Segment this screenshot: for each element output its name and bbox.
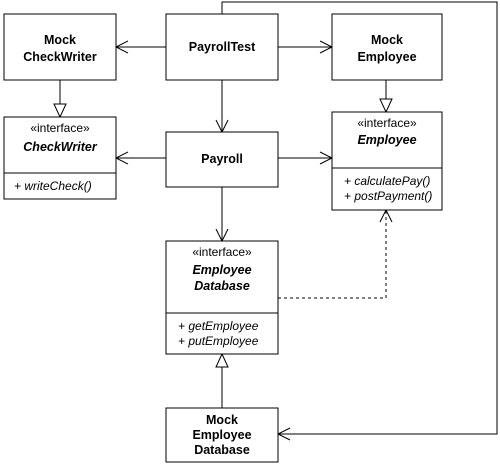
dependency-payroll-to-employee bbox=[278, 151, 334, 165]
realization-mock-employee-database-to-employee-database bbox=[215, 352, 229, 408]
employee-database-operation-1: + getEmployee bbox=[178, 319, 259, 333]
mock-checkwriter-line1: Mock bbox=[44, 33, 76, 47]
employee-name: Employee bbox=[357, 133, 416, 147]
class-payrolltest: PayrollTest bbox=[165, 13, 279, 81]
mock-employee-line2: Employee bbox=[357, 50, 416, 64]
dependency-payrolltest-to-mock-employee bbox=[278, 40, 334, 54]
employee-stereotype: «interface» bbox=[357, 116, 417, 130]
mock-employee-database-line3: Database bbox=[194, 443, 250, 457]
dependency-payroll-to-checkwriter bbox=[114, 151, 166, 165]
employee-database-name-line1: Employee bbox=[192, 263, 251, 277]
class-mock-checkwriter: Mock CheckWriter bbox=[3, 13, 117, 81]
class-mock-employee: Mock Employee bbox=[331, 13, 443, 81]
employee-operation-1: + calculatePay() bbox=[344, 174, 430, 188]
employee-database-name-line2: Database bbox=[194, 279, 250, 293]
dependency-payrolltest-to-payroll bbox=[215, 80, 229, 134]
class-mock-employee-database: Mock Employee Database bbox=[165, 407, 279, 463]
class-payroll: Payroll bbox=[165, 131, 279, 188]
interface-checkwriter: «interface» CheckWriter + writeCheck() bbox=[3, 116, 117, 200]
checkwriter-name: CheckWriter bbox=[23, 140, 98, 154]
mock-checkwriter-line2: CheckWriter bbox=[23, 50, 97, 64]
payroll-name: Payroll bbox=[201, 152, 243, 166]
employee-database-stereotype: «interface» bbox=[192, 245, 252, 259]
employee-database-operation-2: + putEmployee bbox=[178, 334, 259, 348]
dependency-payroll-to-employee-database bbox=[215, 187, 229, 243]
checkwriter-operation: + writeCheck() bbox=[14, 179, 92, 193]
payrolltest-name: PayrollTest bbox=[189, 40, 256, 54]
employee-operation-2: + postPayment() bbox=[344, 189, 432, 203]
dependency-payrolltest-to-mock-checkwriter bbox=[114, 40, 166, 54]
interface-employee: «interface» Employee + calculatePay() + … bbox=[331, 111, 443, 211]
mock-employee-database-line2: Employee bbox=[192, 428, 251, 442]
checkwriter-stereotype: «interface» bbox=[30, 121, 90, 135]
mock-employee-line1: Mock bbox=[371, 33, 403, 47]
realization-mock-employee-to-employee bbox=[379, 80, 393, 114]
dependency-employee-database-to-employee bbox=[278, 208, 393, 299]
interface-employee-database: «interface» Employee Database + getEmplo… bbox=[165, 240, 279, 355]
realization-mock-checkwriter-to-checkwriter bbox=[53, 80, 67, 119]
mock-employee-database-line1: Mock bbox=[206, 413, 238, 427]
